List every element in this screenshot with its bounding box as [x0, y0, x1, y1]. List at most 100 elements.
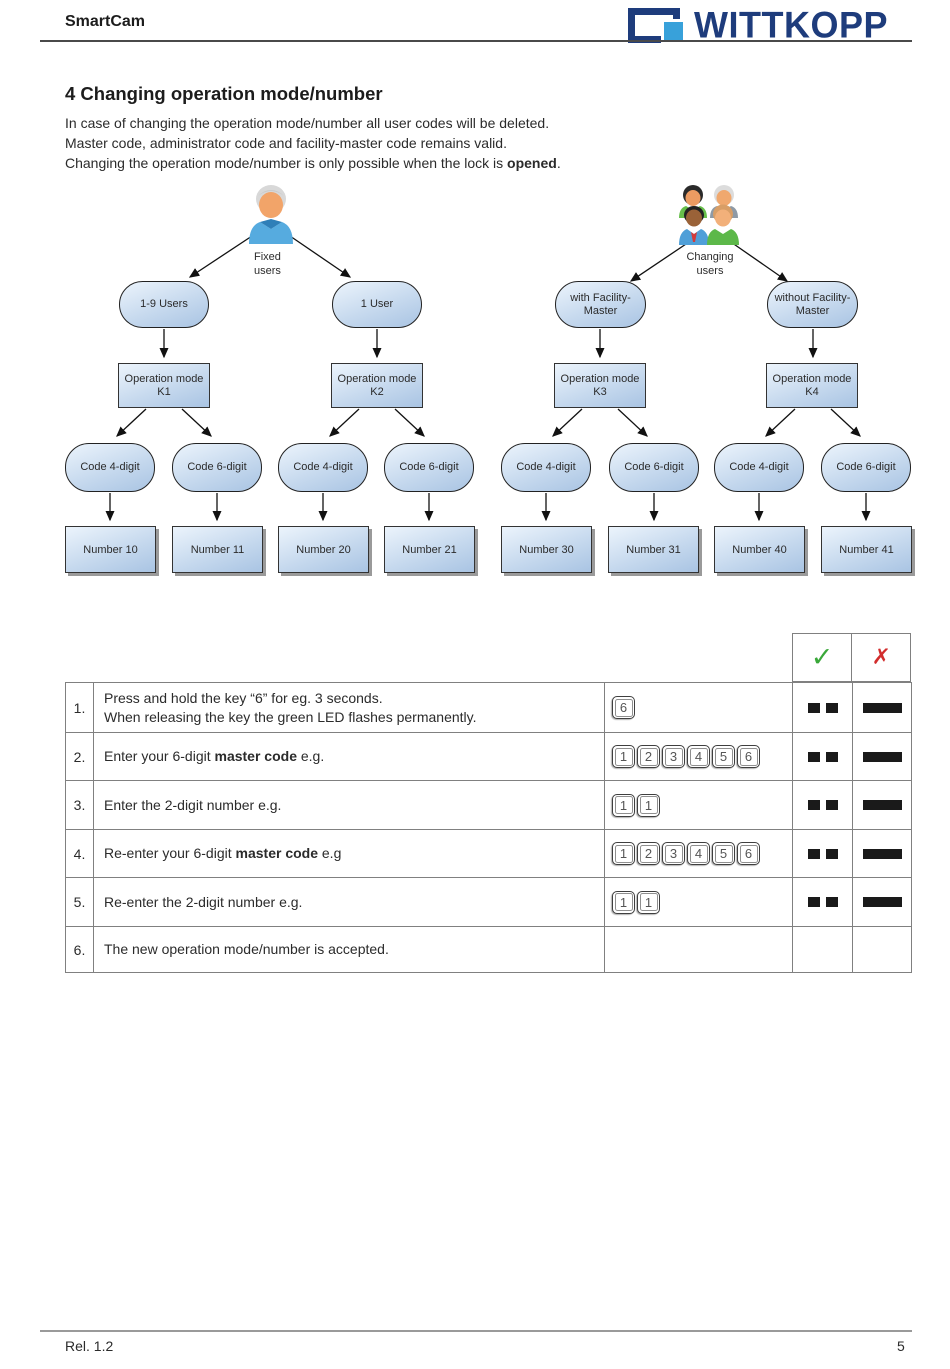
operation-mode-flowchart: Fixed users	[0, 180, 950, 584]
red-led-cell	[852, 682, 912, 733]
keypad-key-icon: 1	[612, 890, 635, 914]
intro-line-2: Master code, administrator code and faci…	[65, 135, 507, 151]
brand-name: WITTKOPP	[694, 3, 888, 46]
red-led-signal-icon	[862, 800, 902, 810]
step-number: 5.	[65, 877, 94, 927]
code-capsule: Code 4-digit	[714, 443, 804, 492]
keypad-key-icon: 3	[662, 842, 685, 865]
step-text: Re-enter the 2-digit number e.g.	[93, 877, 605, 927]
steps-table: ✓ ✗ 1. Press and hold the key “6” for eg…	[65, 633, 912, 973]
flow-node-1-user: 1 User	[332, 281, 422, 328]
release-version: Rel. 1.2	[65, 1338, 114, 1354]
keypad-key-icon: 6	[737, 745, 760, 768]
green-led-cell	[792, 926, 853, 973]
green-led-cell	[792, 780, 853, 830]
red-led-cell	[852, 926, 912, 973]
keypad-key-icon: 6	[737, 842, 760, 865]
step-number: 6.	[65, 926, 94, 973]
table-row: 3. Enter the 2-digit number e.g. 1 1	[65, 780, 912, 830]
table-row: 2. Enter your 6-digit master code e.g. 1…	[65, 732, 912, 781]
table-row: 6. The new operation mode/number is acce…	[65, 926, 912, 973]
keypad-key-icon: 4	[687, 745, 710, 768]
code-capsule: Code 6-digit	[172, 443, 262, 492]
flow-node-1-9-users: 1-9 Users	[119, 281, 209, 328]
key-sequence: 1 1	[604, 780, 793, 830]
green-led-cell	[792, 877, 853, 927]
code-capsule: Code 6-digit	[821, 443, 911, 492]
green-led-cell	[792, 829, 853, 878]
red-led-signal-icon	[862, 848, 902, 859]
green-led-signal-icon	[794, 848, 851, 859]
number-box: Number 41	[821, 526, 912, 573]
brand-logo: WITTKOPP	[628, 3, 888, 46]
intro-line-3: Changing the operation mode/number is on…	[65, 155, 561, 171]
step-text: Press and hold the key “6” for eg. 3 sec…	[93, 682, 605, 733]
changing-users-label: Changing users	[686, 251, 734, 277]
step-number: 2.	[65, 732, 94, 781]
number-box: Number 20	[278, 526, 369, 573]
number-box: Number 31	[608, 526, 699, 573]
green-led-signal-icon	[794, 897, 851, 907]
footer-divider	[40, 1330, 912, 1332]
code-capsule: Code 6-digit	[384, 443, 474, 492]
red-led-cell	[852, 732, 912, 781]
section-intro: 4 Changing operation mode/number In case…	[65, 83, 785, 173]
step-number: 3.	[65, 780, 94, 830]
keypad-key-icon: 2	[637, 745, 660, 768]
keypad-key-icon: 1	[612, 745, 635, 768]
fixed-users-label: Fixed users	[254, 251, 281, 277]
number-box: Number 10	[65, 526, 156, 573]
cross-icon: ✗	[871, 644, 891, 671]
logo-blue-square-icon	[664, 21, 683, 41]
number-box: Number 30	[501, 526, 592, 573]
step-text: Enter the 2-digit number e.g.	[93, 780, 605, 830]
red-led-signal-icon	[862, 702, 902, 713]
table-row: 1. Press and hold the key “6” for eg. 3 …	[65, 682, 912, 733]
header-divider	[40, 40, 912, 42]
checkmark-icon: ✓	[810, 642, 834, 673]
step-text: Re-enter your 6-digit master code e.g	[93, 829, 605, 878]
keypad-key-icon: 1	[637, 890, 660, 914]
number-box: Number 11	[172, 526, 263, 573]
led-result-header: ✓ ✗	[792, 633, 911, 682]
green-led-signal-icon	[794, 751, 851, 762]
red-led-cell	[852, 780, 912, 830]
flow-node-with-facility-master: with Facility-Master	[555, 281, 646, 328]
green-led-signal-icon	[794, 702, 851, 713]
number-box: Number 40	[714, 526, 805, 573]
flow-node-without-facility-master: without Facility-Master	[767, 281, 858, 328]
code-capsule: Code 6-digit	[609, 443, 699, 492]
keypad-key-icon: 3	[662, 745, 685, 768]
number-box: Number 21	[384, 526, 475, 573]
keypad-key-icon: 5	[712, 745, 735, 768]
keypad-key-icon: 1	[637, 793, 660, 817]
key-sequence: 1 2 3 4 5 6	[604, 732, 793, 781]
key-sequence: 1 1	[604, 877, 793, 927]
keypad-key-icon: 5	[712, 842, 735, 865]
page-number: 5	[897, 1338, 905, 1354]
table-row: 4. Re-enter your 6-digit master code e.g…	[65, 829, 912, 878]
keypad-key-icon: 1	[612, 793, 635, 817]
step-text: The new operation mode/number is accepte…	[93, 926, 605, 973]
wittkopp-logo-icon	[628, 7, 683, 43]
red-led-signal-icon	[862, 751, 902, 762]
table-row: 5. Re-enter the 2-digit number e.g. 1 1	[65, 877, 912, 927]
green-led-cell	[792, 732, 853, 781]
key-sequence: 1 2 3 4 5 6	[604, 829, 793, 878]
code-capsule: Code 4-digit	[501, 443, 591, 492]
code-capsule: Code 4-digit	[65, 443, 155, 492]
intro-line-1: In case of changing the operation mode/n…	[65, 115, 550, 131]
key-sequence: 6	[604, 682, 793, 733]
red-led-signal-icon	[862, 897, 902, 907]
step-number: 4.	[65, 829, 94, 878]
red-led-cell	[852, 877, 912, 927]
green-led-cell	[792, 682, 853, 733]
code-capsule: Code 4-digit	[278, 443, 368, 492]
page-title: SmartCam	[65, 13, 146, 30]
keypad-key-icon: 4	[687, 842, 710, 865]
green-led-signal-icon	[794, 800, 851, 810]
flowchart-arrows	[105, 235, 871, 522]
step-text: Enter your 6-digit master code e.g.	[93, 732, 605, 781]
